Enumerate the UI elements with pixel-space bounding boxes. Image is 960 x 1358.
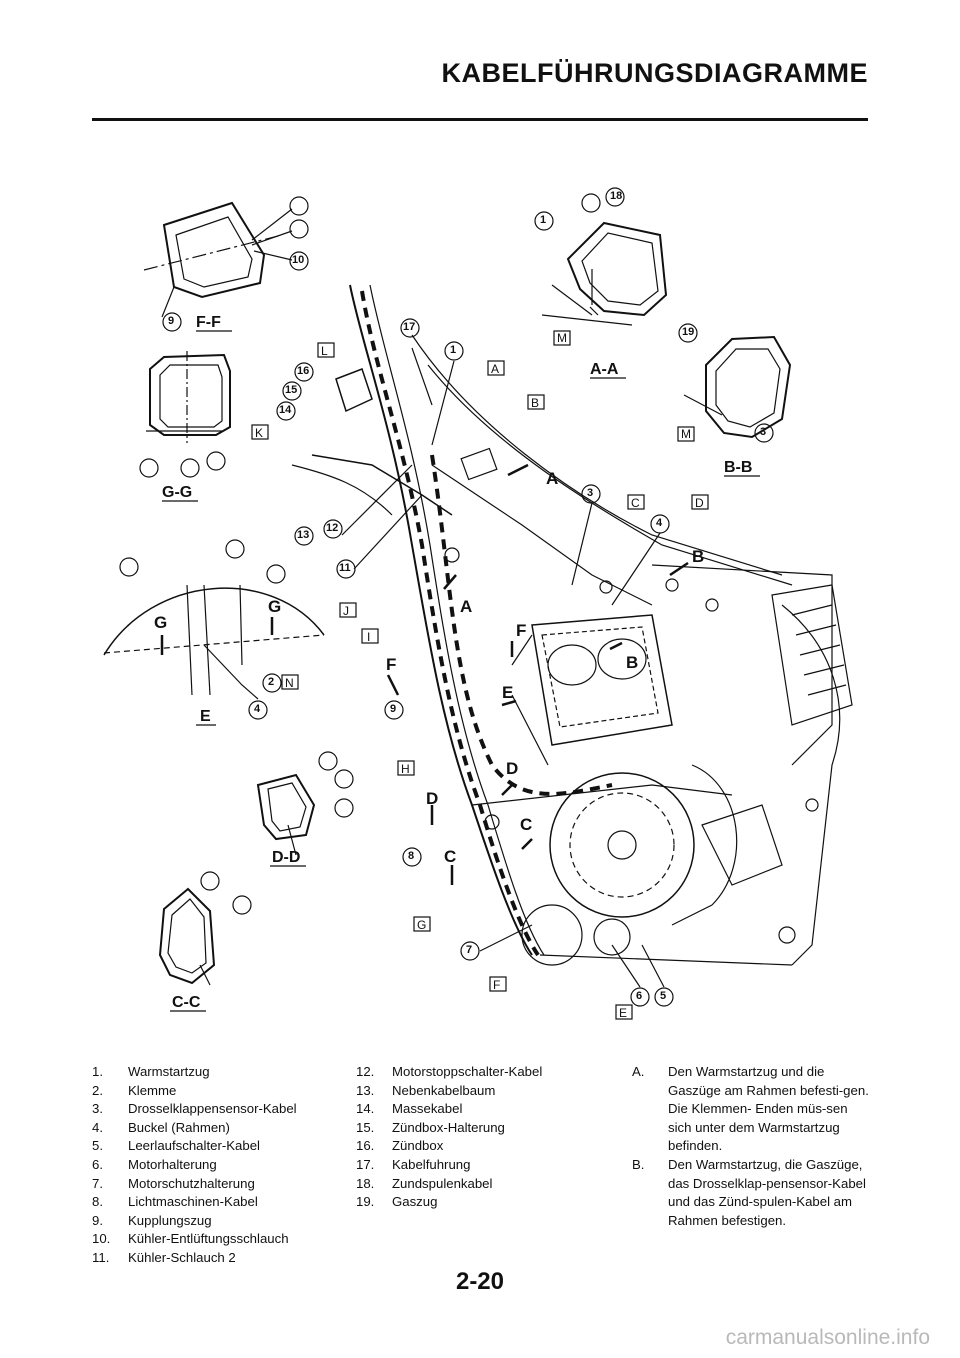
view-arrow-a1: A xyxy=(546,469,559,488)
legend-note: A.Den Warmstartzug und die Gaszüge am Ra… xyxy=(632,1064,869,1154)
callout-15: 15 xyxy=(285,384,298,396)
callout-12: 12 xyxy=(326,522,339,534)
legend-item: 12.Motorstoppschalter-Kabel xyxy=(356,1064,543,1079)
main-box-letters xyxy=(251,342,709,1020)
legend-item: 14.Massekabel xyxy=(356,1101,463,1117)
callout-19: 19 xyxy=(682,326,695,338)
legend-column-2: 12.Motorstoppschalter-Kabel 13.Nebenkabe… xyxy=(356,1063,586,1212)
callout-1-aa: 1 xyxy=(540,214,547,226)
legend-item: 10.Kühler-Entlüftungsschlauch xyxy=(92,1231,289,1247)
inset-d-d: D-D xyxy=(256,751,354,867)
page-number: 2-20 xyxy=(455,1268,505,1295)
inset-g-g: G-G xyxy=(139,351,231,502)
legend-item: 6.Motorhalterung xyxy=(92,1156,217,1172)
legend-item: 13.Nebenkabelbaum xyxy=(356,1082,496,1098)
watermark: carmanualsonline.info xyxy=(725,1326,930,1349)
callout-8: 8 xyxy=(408,850,415,862)
main-frame-view xyxy=(291,284,853,966)
inset-f-f: F-F xyxy=(143,196,309,332)
callout-3-bb: 3 xyxy=(760,426,767,438)
inset-a-a: M A-A xyxy=(534,187,698,379)
box-letter-d: D xyxy=(695,496,704,510)
callout-7: 7 xyxy=(466,944,473,956)
legend-item: 15.Zündbox-Halterung xyxy=(356,1119,505,1135)
callout-3: 3 xyxy=(587,487,594,499)
callout-13: 13 xyxy=(297,529,310,541)
view-arrow-c1: C xyxy=(520,815,533,834)
wiring-diagram: F-F M A-A G-G M B-B xyxy=(103,187,853,1020)
box-letter-m: M xyxy=(557,331,567,345)
callout-18: 18 xyxy=(610,190,623,202)
legend-item: 18.Zundspulenkabel xyxy=(356,1175,493,1191)
view-arrow-b1: B xyxy=(692,547,705,566)
legend-item: 4.Buckel (Rahmen) xyxy=(92,1119,230,1135)
section-label-e: E xyxy=(200,708,211,725)
legend-item: 11.Kühler-Schlauch 2 xyxy=(92,1249,236,1265)
callout-14: 14 xyxy=(279,404,292,416)
legend-item: 17.Kabelfuhrung xyxy=(356,1156,471,1172)
box-letter-i: I xyxy=(367,630,371,644)
view-arrow-g2: G xyxy=(268,597,282,616)
legend-item: 3.Drosselklappensensor-Kabel xyxy=(92,1101,297,1117)
legend-item: 19.Gaszug xyxy=(356,1194,438,1210)
box-letter-m2: M xyxy=(681,427,691,441)
box-letter-k: K xyxy=(255,426,264,440)
box-letter-f: F xyxy=(493,978,501,992)
box-letter-l: L xyxy=(321,344,328,358)
section-label-g-g: G-G xyxy=(162,484,192,501)
legend-column-1: 1.Warmstartzug 2.Klemme 3.Drosselklappen… xyxy=(92,1063,332,1268)
callout-10-ff: 10 xyxy=(292,254,305,266)
view-arrow-a2: A xyxy=(460,597,473,616)
view-arrow-e: E xyxy=(502,683,514,702)
callout-11: 11 xyxy=(339,562,351,574)
box-letter-c: C xyxy=(631,496,640,510)
page-title: KABELFÜHRUNGSDIAGRAMME xyxy=(441,58,868,88)
box-letter-h: H xyxy=(401,762,410,776)
box-letter-j: J xyxy=(343,604,349,618)
view-arrow-c2: C xyxy=(444,847,457,866)
legend-item: 2.Klemme xyxy=(92,1082,177,1098)
view-arrow-d2: D xyxy=(426,789,439,808)
box-letter-e: E xyxy=(619,1006,628,1020)
view-arrows xyxy=(160,463,689,885)
box-letter-g: G xyxy=(417,918,427,932)
section-label-d-d: D-D xyxy=(272,849,300,866)
section-label-f-f: F-F xyxy=(196,314,221,331)
inset-b-b: M B-B xyxy=(677,335,792,477)
callout-4: 4 xyxy=(656,517,663,529)
callout-9: 9 xyxy=(390,703,397,715)
main-callouts xyxy=(276,318,674,1007)
legend-item: 5.Leerlaufschalter-Kabel xyxy=(92,1138,260,1154)
box-letter-n: N xyxy=(285,676,294,690)
view-arrow-f1: F xyxy=(516,621,527,640)
callout-17: 17 xyxy=(403,321,416,333)
legend-note: B.Den Warmstartzug, die Gaszüge, das Dro… xyxy=(632,1156,866,1228)
callout-2-e: 2 xyxy=(268,676,275,688)
legend-item: 7.Motorschutzhalterung xyxy=(92,1175,255,1191)
legend-column-3: A.Den Warmstartzug und die Gaszüge am Ra… xyxy=(632,1063,872,1230)
callout-5: 5 xyxy=(660,990,667,1002)
diagram-labels: A A B B C C D D E F F G G L A B C D E F … xyxy=(92,165,868,1025)
box-letter-b: B xyxy=(531,396,540,410)
callout-1: 1 xyxy=(450,344,457,356)
section-label-b-b: B-B xyxy=(724,459,752,476)
view-arrow-g1: G xyxy=(154,613,168,632)
legend-item: 1.Warmstartzug xyxy=(92,1064,210,1079)
box-letter-a: A xyxy=(491,362,500,376)
legend-item: 9.Kupplungszug xyxy=(92,1212,212,1228)
view-arrow-f2: F xyxy=(386,655,397,674)
inset-c-c: C-C xyxy=(158,871,252,1012)
view-arrow-d1: D xyxy=(506,759,519,778)
callout-6: 6 xyxy=(636,990,643,1002)
header-rule xyxy=(92,118,868,121)
inset-e: E xyxy=(103,539,325,726)
callout-16: 16 xyxy=(297,365,310,377)
callout-4-e: 4 xyxy=(254,703,261,715)
legend-item: 16.Zündbox xyxy=(356,1138,444,1154)
section-label-a-a: A-A xyxy=(590,361,619,378)
callout-9-ff: 9 xyxy=(168,315,175,327)
view-arrow-b2: B xyxy=(626,653,639,672)
section-label-c-c: C-C xyxy=(172,994,201,1011)
legend-item: 8.Lichtmaschinen-Kabel xyxy=(92,1194,258,1210)
